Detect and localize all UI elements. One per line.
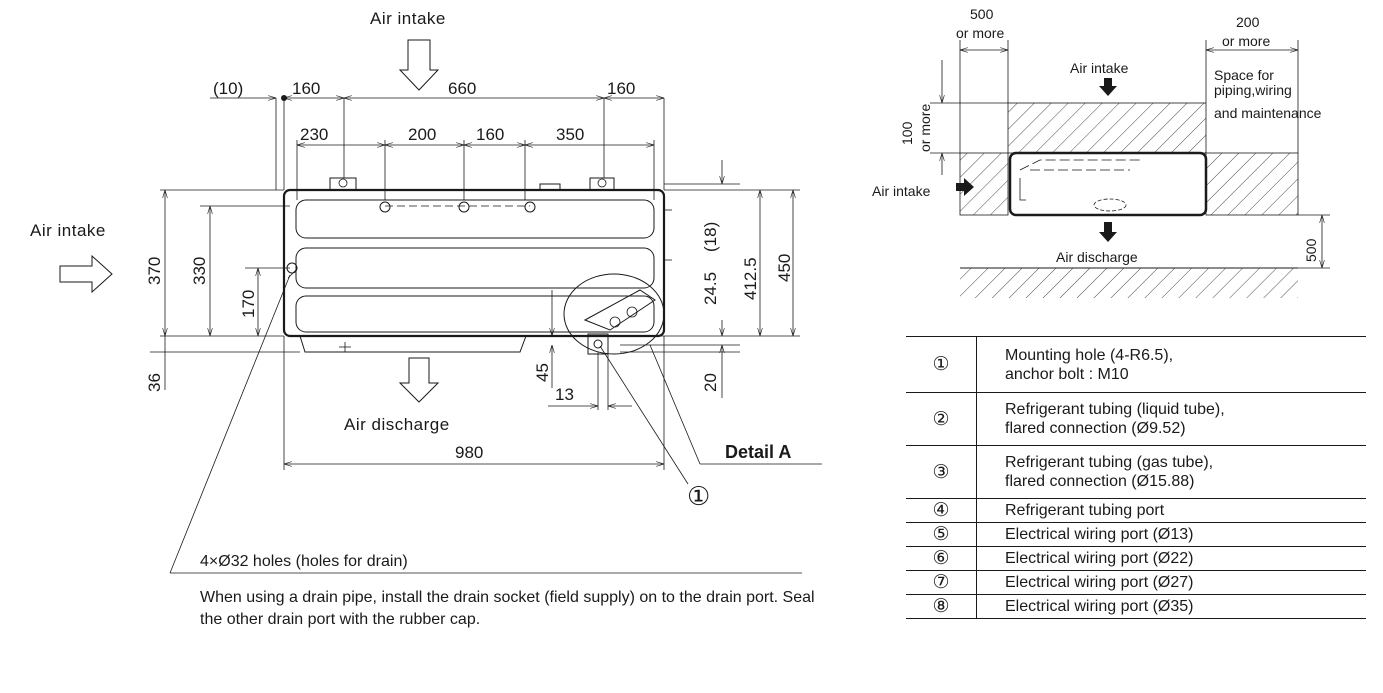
legend-text: Refrigerant tubing port — [976, 498, 1366, 523]
clearance-view: 500 or more 200 or more Air intake Space… — [872, 6, 1330, 298]
legend-text: Refrigerant tubing (liquid tube), flared… — [976, 392, 1366, 446]
dim-20-label: 20 — [701, 373, 720, 392]
clearance-air-intake-left: Air intake — [872, 183, 931, 199]
unit-top-view — [1008, 151, 1208, 217]
legend-text: Electrical wiring port (Ø35) — [976, 594, 1366, 619]
space-label-line3: and maintenance — [1214, 105, 1322, 121]
legend-row: ⑤ Electrical wiring port (Ø13) — [906, 522, 1366, 547]
air-discharge-label: Air discharge — [344, 415, 450, 434]
legend-text: Electrical wiring port (Ø22) — [976, 546, 1366, 571]
legend-row: ③ Refrigerant tubing (gas tube), flared … — [906, 445, 1366, 499]
clearance-100-label: 100 — [899, 121, 915, 145]
dim-450-label: 450 — [775, 254, 794, 282]
dim-350-label: 350 — [556, 125, 584, 144]
legend-text: Electrical wiring port (Ø13) — [976, 522, 1366, 547]
air-intake-top-label: Air intake — [370, 9, 446, 28]
legend-number: ⑤ — [906, 522, 977, 547]
legend-table: ① Mounting hole (4-R6.5), anchor bolt : … — [906, 336, 1366, 619]
legend-number: ① — [906, 336, 977, 393]
air-intake-right-arrow — [956, 178, 974, 196]
legend-row: ⑦ Electrical wiring port (Ø27) — [906, 570, 1366, 595]
dim-36-label: 36 — [145, 373, 164, 392]
air-intake-left-label: Air intake — [30, 221, 106, 240]
legend-number: ⑧ — [906, 594, 977, 619]
detail-a-label: Detail A — [725, 442, 791, 462]
dim-170-label: 170 — [239, 290, 258, 318]
dim-45-label: 45 — [533, 363, 552, 382]
dim-230-label: 230 — [300, 125, 328, 144]
dim-160-left-label: 160 — [292, 79, 320, 98]
dim-660-label: 660 — [448, 79, 476, 98]
clearance-air-discharge: Air discharge — [1056, 249, 1138, 265]
dim-160-mid-label: 160 — [476, 125, 504, 144]
legend-number: ⑥ — [906, 546, 977, 571]
clearance-500-right-label: 500 — [1303, 238, 1319, 262]
dim-330-label: 330 — [190, 257, 209, 285]
dim-24-5-label: 24.5 — [701, 272, 720, 305]
drain-hole-icon — [379, 201, 391, 213]
dim-18-label: (18) — [701, 222, 720, 252]
legend-row: ① Mounting hole (4-R6.5), anchor bolt : … — [906, 336, 1366, 393]
legend-number: ② — [906, 392, 977, 446]
legend-row: ④ Refrigerant tubing port — [906, 498, 1366, 523]
legend-number: ⑦ — [906, 570, 977, 595]
holes-label: 4×Ø32 holes (holes for drain) — [200, 553, 408, 570]
mounting-hole-icon — [593, 339, 603, 349]
dim-370-label: 370 — [145, 257, 164, 285]
drain-note: When using a drain pipe, install the dra… — [200, 589, 815, 628]
dim-200-label: 200 — [408, 125, 436, 144]
space-label-line1: Space for — [1214, 67, 1274, 83]
legend-row: ⑧ Electrical wiring port (Ø35) — [906, 594, 1366, 619]
dim-10-label: (10) — [213, 79, 243, 98]
callout-1-label: ① — [687, 481, 710, 511]
air-discharge-down-arrow — [1099, 222, 1117, 242]
legend-row: ⑥ Electrical wiring port (Ø22) — [906, 546, 1366, 571]
clearance-or-more-right: or more — [1222, 33, 1270, 49]
space-label-line2: piping,wiring — [1214, 82, 1292, 98]
dim-412-5-label: 412.5 — [741, 257, 760, 300]
legend-number: ④ — [906, 498, 977, 523]
air-intake-left-arrow — [59, 254, 113, 294]
dim-160-right-label: 160 — [607, 79, 635, 98]
legend-row: ② Refrigerant tubing (liquid tube), flar… — [906, 392, 1366, 446]
dim-980-label: 980 — [455, 443, 483, 462]
legend-text: Electrical wiring port (Ø27) — [976, 570, 1366, 595]
clearance-500-left-label: 500 — [970, 6, 994, 22]
clearance-or-more-left: or more — [956, 25, 1004, 41]
drain-hole-icon — [524, 201, 536, 213]
louver-bottom — [295, 295, 655, 333]
louver-top — [295, 199, 655, 239]
louver-middle — [295, 247, 655, 289]
unit-body — [282, 188, 666, 338]
detail-a-circle — [563, 273, 665, 355]
dim-13-label: 13 — [555, 385, 574, 404]
main-view: Air intake Air intake Air discharge — [30, 9, 822, 574]
air-discharge-arrow — [398, 357, 440, 403]
drain-hole-icon — [458, 201, 470, 213]
clearance-air-intake-top: Air intake — [1070, 60, 1129, 76]
legend-number: ③ — [906, 445, 977, 499]
legend-text: Mounting hole (4-R6.5), anchor bolt : M1… — [976, 336, 1366, 393]
clearance-200-label: 200 — [1236, 14, 1260, 30]
clearance-100-or-more: or more — [917, 104, 933, 152]
air-intake-down-arrow — [1099, 78, 1117, 96]
legend-text: Refrigerant tubing (gas tube), flared co… — [976, 445, 1366, 499]
air-intake-top-arrow — [398, 39, 440, 91]
